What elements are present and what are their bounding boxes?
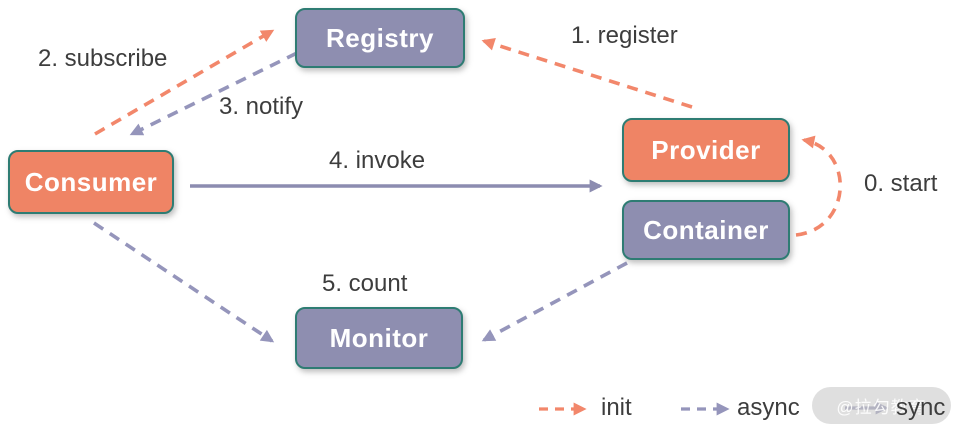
- legend-init-label: init: [601, 394, 632, 421]
- edge-register-arrow: [481, 37, 693, 109]
- node-provider-label: Provider: [651, 134, 761, 165]
- node-monitor: Monitor: [295, 307, 463, 369]
- edge-subscribe-label: 2. subscribe: [38, 45, 168, 72]
- node-container-label: Container: [643, 214, 769, 245]
- edge-notify-arrow: [129, 51, 298, 136]
- node-provider: Provider: [622, 118, 790, 182]
- edge-start-arrow: [795, 135, 842, 237]
- edge-notify-label: 3. notify: [219, 93, 304, 120]
- node-consumer: Consumer: [8, 150, 174, 214]
- edge-register-label: 1. register: [571, 22, 678, 49]
- legend-sync-label: sync: [896, 394, 946, 421]
- edge-subscribe-arrow: [94, 29, 275, 136]
- node-container: Container: [622, 200, 790, 260]
- edge-count-label: 5. count: [322, 270, 408, 297]
- edge-invoke-label: 4. invoke: [329, 147, 426, 174]
- legend-async-label: async: [737, 394, 800, 421]
- edge-count-consumer-arrow: [93, 221, 275, 343]
- edge-count-container-arrow: [481, 261, 628, 342]
- node-monitor-label: Monitor: [329, 322, 429, 353]
- node-consumer-label: Consumer: [24, 166, 158, 197]
- node-registry-label: Registry: [325, 22, 435, 53]
- edge-start-label: 0. start: [864, 170, 938, 197]
- node-registry: Registry: [295, 8, 465, 68]
